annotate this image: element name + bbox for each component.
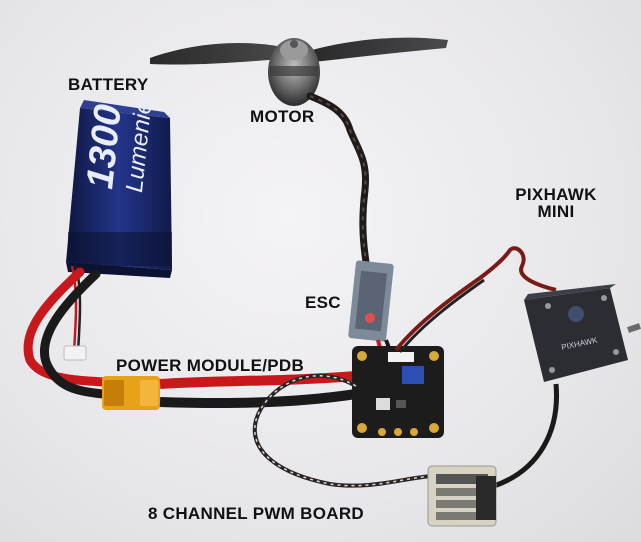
xt60-connector — [102, 376, 160, 410]
battery: 1300 Lumenier — [66, 90, 172, 278]
pwm-board — [427, 465, 497, 527]
pixhawk-label-line2: MINI — [537, 202, 575, 221]
power-module-board — [352, 346, 444, 438]
pixhawk-mini-label: PIXHAWK MINI — [500, 186, 612, 220]
battery-capacity-print: 1300 — [79, 102, 130, 190]
power-module-label: POWER MODULE/PDB — [116, 356, 305, 375]
esc-label: ESC — [305, 293, 341, 312]
motor-wires — [306, 92, 370, 266]
balance-connector — [63, 345, 87, 361]
pwm-board-label: 8 CHANNEL PWM BOARD — [148, 504, 365, 523]
pixhawk-mini: PIXHAWK — [524, 284, 628, 382]
motor-label: MOTOR — [250, 107, 315, 126]
propeller — [150, 37, 448, 65]
motor — [268, 38, 320, 106]
battery-label: BATTERY — [68, 75, 149, 94]
esc — [348, 260, 394, 342]
pixhawk-label-line1: PIXHAWK — [515, 185, 597, 204]
